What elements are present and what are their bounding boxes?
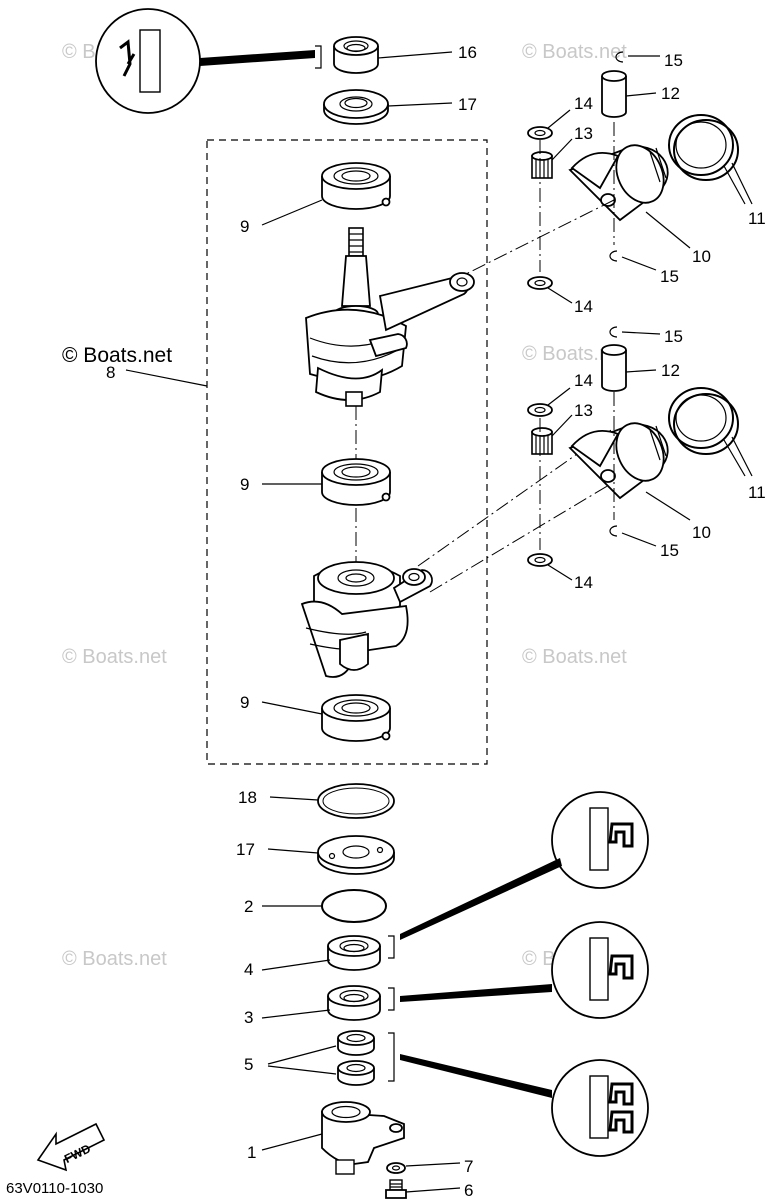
part-13-needle-bearing-upper — [531, 151, 553, 179]
seal-detail-circle-2 — [400, 921, 649, 1019]
part-2-o-ring — [321, 889, 387, 923]
callout-15-d: 15 — [660, 541, 679, 560]
callout-5: 5 — [244, 1055, 253, 1074]
part-14-washer-3 — [527, 403, 553, 417]
callout-9-a: 9 — [240, 217, 249, 236]
callout-18: 18 — [238, 788, 257, 807]
callout-17-bottom: 17 — [236, 840, 255, 859]
callout-15-b: 15 — [660, 267, 679, 286]
part-5-oil-seals — [337, 1030, 375, 1086]
fwd-arrow-icon: FWD — [36, 1122, 106, 1172]
watermark-left-lower: © Boats.net — [62, 948, 167, 970]
crankshaft-assembly-box — [206, 139, 488, 765]
part-8-crankshaft-lower — [300, 561, 433, 678]
callout-15-a: 15 — [664, 51, 683, 70]
part-11-piston-rings-upper — [668, 114, 739, 181]
diagram-code: 63V0110-1030 — [6, 1180, 103, 1197]
part-9-bearing-upper — [321, 162, 391, 210]
callout-13-a: 13 — [574, 124, 593, 143]
callout-10-b: 10 — [692, 523, 711, 542]
watermark-mid-right: © Boats.net — [522, 343, 627, 365]
callout-1: 1 — [247, 1143, 256, 1162]
part-14-washer-1 — [527, 126, 553, 140]
callout-9-b: 9 — [240, 475, 249, 494]
seal-detail-circle-1 — [400, 791, 649, 940]
callout-2: 2 — [244, 897, 253, 916]
callout-12-a: 12 — [661, 84, 680, 103]
part-10-piston-upper — [568, 144, 669, 222]
part-16-oil-seal — [333, 36, 379, 74]
part-12-piston-pin-lower — [601, 344, 627, 392]
part-11-piston-rings-lower — [668, 387, 739, 455]
part-17-retainer-top — [323, 89, 389, 125]
seal-detail-circle-3 — [400, 1054, 649, 1157]
callout-16: 16 — [458, 43, 477, 62]
part-3-oil-seal — [327, 985, 381, 1021]
part-10-piston-lower — [568, 422, 669, 500]
part-1-lower-housing — [321, 1101, 405, 1175]
part-12-piston-pin-upper — [601, 70, 627, 118]
part-9-bearing-middle — [321, 458, 391, 506]
part-15-clip-2 — [609, 250, 618, 262]
part-18-gasket — [317, 783, 395, 819]
callout-8: 8 — [106, 363, 115, 382]
callout-17-top: 17 — [458, 95, 477, 114]
callout-6: 6 — [464, 1181, 473, 1200]
part-14-washer-4 — [527, 553, 553, 567]
part-8-crankshaft-upper — [305, 227, 475, 407]
part-15-clip-1 — [615, 51, 624, 63]
callout-13-b: 13 — [574, 401, 593, 420]
callout-14-b: 14 — [574, 297, 593, 316]
brand-label: © Boats.net — [62, 344, 172, 367]
callout-7: 7 — [464, 1157, 473, 1176]
callout-11-a: 11 — [748, 209, 766, 228]
part-7-washer — [386, 1162, 406, 1174]
watermark-top-right: © Boats.net — [522, 41, 627, 63]
watermark-right-middle: © Boats.net — [522, 646, 627, 668]
part-4-oil-seal — [327, 935, 381, 971]
part-13-needle-bearing-lower — [531, 427, 553, 455]
part-17-retainer-lower — [317, 835, 395, 875]
part-6-bolt — [385, 1179, 407, 1199]
callout-14-a: 14 — [574, 94, 593, 113]
callout-14-d: 14 — [574, 573, 593, 592]
part-15-clip-3 — [609, 326, 618, 338]
callout-14-c: 14 — [574, 371, 593, 390]
callout-15-c: 15 — [664, 327, 683, 346]
seal-detail-circle-top — [95, 8, 322, 114]
watermark-left-middle: © Boats.net — [62, 646, 167, 668]
part-15-clip-4 — [609, 525, 618, 537]
callout-10-a: 10 — [692, 247, 711, 266]
part-9-bearing-lower — [321, 694, 391, 742]
callout-11-b: 11 — [748, 483, 766, 502]
callout-12-b: 12 — [661, 361, 680, 380]
callout-9-c: 9 — [240, 693, 249, 712]
callout-3: 3 — [244, 1008, 253, 1027]
callout-4: 4 — [244, 960, 253, 979]
part-14-washer-2 — [527, 276, 553, 290]
